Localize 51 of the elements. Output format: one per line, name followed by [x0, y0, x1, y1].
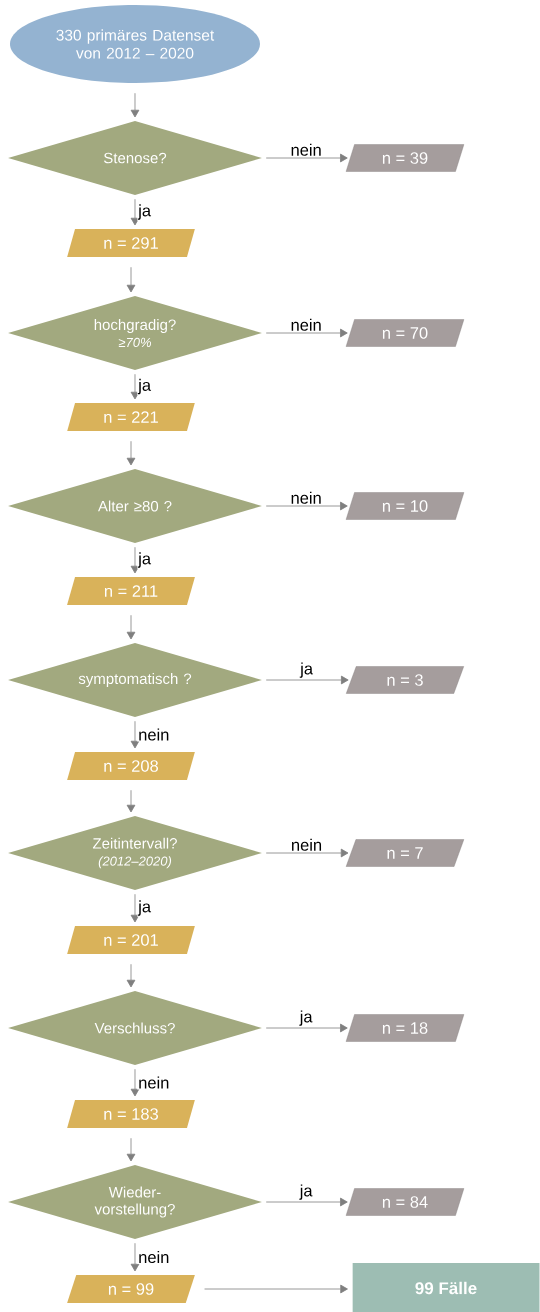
arrow: [204, 1284, 348, 1294]
arrow: [126, 963, 136, 988]
edge-label: ja: [137, 203, 153, 221]
arrow: [265, 328, 348, 338]
arrow: [126, 266, 136, 293]
edge-label: nein: [137, 727, 171, 742]
exclusion-parallelogram: n = 10: [345, 492, 465, 520]
edge-label: ja: [137, 899, 153, 917]
count-parallelogram: n = 211: [67, 577, 195, 605]
arrow: [130, 893, 140, 923]
arrow: [265, 1197, 348, 1207]
count-parallelogram: n = 208: [67, 752, 195, 780]
exclusion-parallelogram: n = 3: [346, 666, 464, 694]
arrow: [265, 501, 348, 511]
edge-label: ja: [299, 661, 314, 679]
arrow: [130, 92, 140, 118]
exclusion-parallelogram: n = 18: [345, 1014, 465, 1042]
arrow: [265, 153, 348, 163]
arrow: [126, 614, 136, 640]
count-parallelogram: n = 183: [67, 1100, 195, 1128]
count-parallelogram: n = 99: [67, 1275, 195, 1303]
arrow: [130, 1242, 140, 1272]
edge-label: ja: [298, 1183, 314, 1201]
count-parallelogram: n = 291: [67, 229, 195, 257]
arrow: [126, 440, 136, 466]
arrow: [265, 675, 349, 685]
arrow: [130, 198, 140, 226]
arrow: [126, 1137, 136, 1162]
arrow: [265, 1023, 348, 1033]
edge-label: ja: [298, 1009, 314, 1027]
edge-label: nein: [289, 837, 324, 852]
edge-label: nein: [137, 1249, 171, 1265]
edge-label: nein: [289, 490, 323, 505]
edge-label: nein: [289, 317, 323, 332]
edge-label: nein: [289, 142, 323, 157]
arrow: [130, 546, 140, 574]
count-parallelogram: n = 221: [67, 403, 195, 431]
arrow: [130, 1068, 140, 1097]
exclusion-parallelogram: n = 70: [345, 319, 465, 347]
edge-label: ja: [137, 377, 153, 396]
result-box: 99 Fälle: [352, 1263, 540, 1312]
arrow: [130, 373, 140, 400]
exclusion-parallelogram: n = 84: [345, 1188, 465, 1216]
arrow: [130, 720, 140, 749]
exclusion-parallelogram: n = 7: [345, 839, 465, 867]
exclusion-parallelogram: n = 39: [345, 144, 465, 172]
arrow: [126, 789, 136, 813]
edge-label: nein: [137, 1075, 171, 1090]
count-parallelogram: n = 201: [67, 926, 195, 954]
edge-label: ja: [137, 551, 153, 569]
arrow: [265, 848, 349, 858]
